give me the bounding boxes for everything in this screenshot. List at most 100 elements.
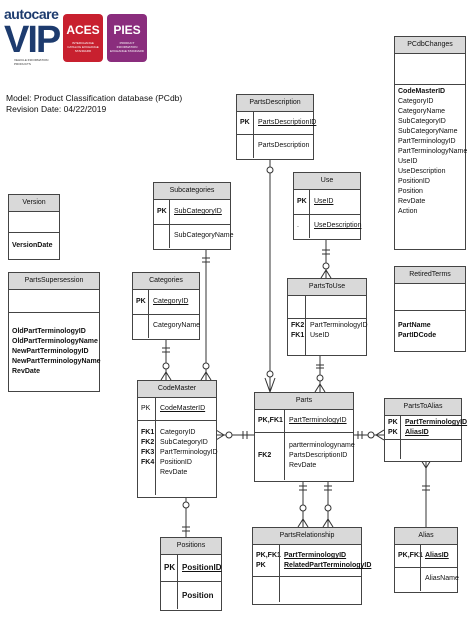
- field-section: CategoryName: [133, 315, 201, 338]
- aces-wordmark: ACES: [66, 23, 100, 37]
- field: CategoryID: [160, 429, 196, 436]
- model-name: Model: Product Classification database (…: [6, 93, 183, 103]
- field: CategoryName: [398, 108, 446, 115]
- entity-title: CodeMaster: [138, 381, 216, 398]
- field: SubCategoryID: [160, 439, 208, 446]
- entity-title: PCdbChanges: [395, 37, 465, 54]
- entity-positions: Positions PK PositionID Position: [160, 537, 222, 611]
- field-section: PartsDescription: [237, 135, 313, 158]
- pk-label: PK: [141, 405, 151, 412]
- entity-title: PartsToAlias: [385, 399, 461, 416]
- field: RevDate: [289, 462, 317, 469]
- field: PartTerminologyName: [398, 148, 468, 155]
- field: RevDate: [160, 469, 188, 476]
- pk-label: PK: [297, 198, 307, 205]
- pk-field: CategoryID: [153, 298, 189, 305]
- key-mark: .: [297, 222, 299, 229]
- entity-title: Parts: [255, 393, 353, 410]
- field-section: OldPartTerminologyID OldPartTerminologyN…: [9, 313, 101, 377]
- field: PositionID: [160, 459, 192, 466]
- entity-partssupersession: PartsSupersession OldPartTerminologyID O…: [8, 272, 101, 392]
- field-section: Position: [161, 582, 221, 609]
- field: SubCategoryID: [398, 118, 446, 125]
- field: CategoryID: [398, 98, 434, 105]
- pies-logo: PIES PRODUCT INFORMATION EXCHANGE STANDA…: [107, 14, 147, 62]
- field: OldPartTerminologyName: [12, 338, 98, 345]
- pk-field: PositionID: [182, 563, 222, 572]
- fk-label: FK2: [291, 322, 305, 329]
- pk-section: PK PositionID: [161, 555, 222, 582]
- pk-field: PartsDescriptionID: [258, 119, 317, 126]
- field: PartIDCode: [398, 332, 437, 339]
- pk-label: PK: [256, 562, 266, 569]
- autocare-wordmark: autocare: [4, 6, 59, 22]
- field: VersionDate: [12, 242, 53, 249]
- pk-label: PK,FK1: [256, 552, 281, 559]
- pk-field: AliasID: [425, 552, 449, 559]
- field: RevDate: [398, 198, 426, 205]
- fk-label: FK1: [141, 429, 155, 436]
- field-section: [385, 440, 461, 459]
- field: SubCategoryName: [398, 128, 458, 135]
- field: OldPartTerminologyID: [12, 328, 86, 335]
- aces-subtitle: INTERCHANGE CATALOG EXCHANGE STANDARD: [67, 41, 99, 53]
- field-section: . UseDescription: [294, 215, 362, 238]
- field: Action: [398, 208, 418, 215]
- pk-label: PK: [388, 419, 398, 426]
- pk-field: PartTerminologyID: [405, 419, 468, 426]
- field: CategoryName: [153, 322, 201, 329]
- revision-date: Revision Date: 04/22/2019: [6, 104, 107, 114]
- field-section: AliasName: [395, 568, 459, 591]
- field: PartTerminologyID: [310, 322, 368, 329]
- entity-title: Version: [9, 195, 59, 212]
- pies-wordmark: PIES: [113, 23, 141, 37]
- pk-section: [395, 54, 465, 85]
- vip-subtitle: VEHICLE INFORMATION PRODUCTS: [14, 58, 49, 66]
- fk-label: FK2: [258, 452, 272, 459]
- pk-section: [9, 290, 99, 313]
- entity-title: PartsSupersession: [9, 273, 99, 290]
- field: UseDescription: [398, 168, 446, 175]
- pk-label: PK,FK1: [398, 552, 423, 559]
- pk-field: PartTerminologyID: [289, 417, 347, 424]
- fk-label: FK4: [141, 459, 155, 466]
- entity-title: Positions: [161, 538, 221, 555]
- pk-field: AliasID: [405, 429, 429, 436]
- entity-title: Categories: [133, 273, 199, 290]
- model-info: Model: Product Classification database (…: [6, 93, 182, 115]
- pk-section: [288, 296, 366, 319]
- field-section: VersionDate: [9, 233, 59, 259]
- pk-label: PK: [164, 563, 176, 572]
- entity-parts: Parts PK,FK1 PartTerminologyID parttermin…: [254, 392, 355, 482]
- pies-subtitle: PRODUCT INFORMATION EXCHANGE STANDARD: [110, 41, 144, 53]
- field: PartsDescription: [258, 142, 310, 149]
- pk-field: PartTerminologyID: [284, 552, 347, 559]
- pk-section: [395, 284, 465, 311]
- field: PartsDescriptionID: [289, 452, 348, 459]
- pk-field: SubCategoryID: [174, 208, 222, 215]
- field: UseDescription: [314, 222, 362, 229]
- aces-logo: ACES INTERCHANGE CATALOG EXCHANGE STANDA…: [63, 14, 103, 62]
- autocare-vip-logo: autocare VIP VEHICLE INFORMATION PRODUCT…: [4, 6, 61, 82]
- pk-label: PK,FK1: [258, 417, 283, 424]
- entity-title: PartsRelationship: [253, 528, 361, 545]
- entity-title: Subcategories: [154, 183, 230, 200]
- field-section: SubCategoryName: [154, 225, 234, 248]
